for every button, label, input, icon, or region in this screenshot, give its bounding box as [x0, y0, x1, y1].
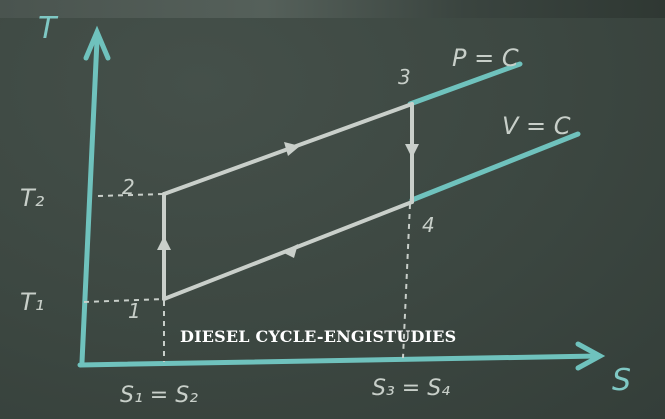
y-axis: [79, 37, 100, 365]
constant-volume-label: V = C: [502, 112, 571, 140]
t2-guide: [97, 193, 165, 197]
axes: [77, 25, 606, 371]
t1-label: T₁: [20, 288, 44, 316]
diagram-caption: DIESEL CYCLE-ENGISTUDIES: [180, 327, 457, 346]
constant-pressure-line: [407, 61, 523, 107]
top-edge: [0, 0, 665, 18]
point-1-label: 1: [128, 299, 141, 323]
point-4-label: 4: [422, 213, 435, 237]
arrow-left-icon: [282, 244, 298, 258]
arrow-right-icon: [284, 142, 300, 156]
y-axis-label: T: [38, 11, 59, 46]
s1-s2-label: S₁ = S₂: [120, 383, 198, 408]
y-axis-arrow-icon: [83, 25, 111, 61]
t1-guide: [83, 298, 165, 303]
constant-volume-line: [409, 131, 581, 203]
s3-s4-label: S₃ = S₄: [372, 376, 450, 401]
arrow-up-icon: [157, 236, 171, 250]
x-axis: [77, 353, 601, 368]
x-axis-label: S: [612, 363, 631, 398]
cycle-path: [162, 102, 414, 301]
point-2-label: 2: [122, 175, 135, 199]
point-3-label: 3: [398, 65, 411, 89]
t2-label: T₂: [20, 184, 45, 212]
constant-pressure-label: P = C: [452, 44, 519, 72]
arrow-down-icon: [405, 144, 419, 158]
x-axis-arrow-icon: [575, 341, 606, 371]
